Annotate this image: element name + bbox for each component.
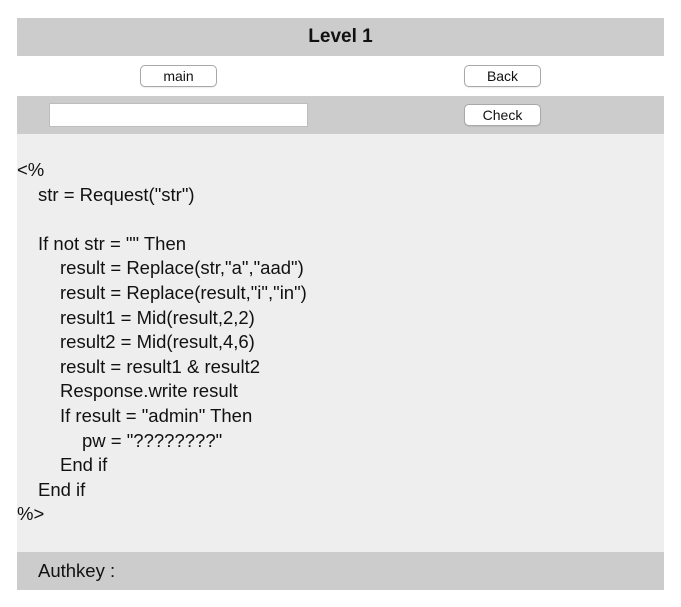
code-line: result2 = Mid(result,4,6) xyxy=(60,331,255,353)
title-bar: Level 1 xyxy=(17,18,664,56)
authkey-label: Authkey : xyxy=(38,560,116,581)
code-line: result = result1 & result2 xyxy=(60,355,260,377)
str-input[interactable] xyxy=(49,103,308,127)
source-code-panel: <% str = Request("str") If not str = "" Th… xyxy=(17,134,664,552)
check-button[interactable]: Check xyxy=(464,104,541,126)
code-line xyxy=(17,207,307,232)
code-line: result = Replace(result,"i","in") xyxy=(60,281,307,303)
code-line: %> xyxy=(17,503,45,525)
code-line: result = Replace(str,"a","aad") xyxy=(60,257,304,279)
page-container: Level 1 main Back Check <% str = Request(… xyxy=(17,18,664,590)
code-line: str = Request("str") xyxy=(38,183,195,205)
code-line: If result = "admin" Then xyxy=(60,404,253,426)
code-line: End if xyxy=(38,478,86,500)
source-code: <% str = Request("str") If not str = "" Th… xyxy=(17,158,307,527)
main-button[interactable]: main xyxy=(140,65,217,87)
code-line: pw = "????????" xyxy=(82,429,223,451)
page-title: Level 1 xyxy=(308,26,373,47)
code-line: result1 = Mid(result,2,2) xyxy=(60,306,255,328)
back-button[interactable]: Back xyxy=(464,65,541,87)
code-line: Response.write result xyxy=(60,380,238,402)
check-form: Check xyxy=(17,96,664,134)
code-line: If not str = "" Then xyxy=(38,232,187,254)
authkey-bar: Authkey : xyxy=(17,552,664,590)
nav-row: main Back xyxy=(17,56,664,96)
code-line: <% xyxy=(17,159,45,180)
code-line: End if xyxy=(60,454,108,476)
